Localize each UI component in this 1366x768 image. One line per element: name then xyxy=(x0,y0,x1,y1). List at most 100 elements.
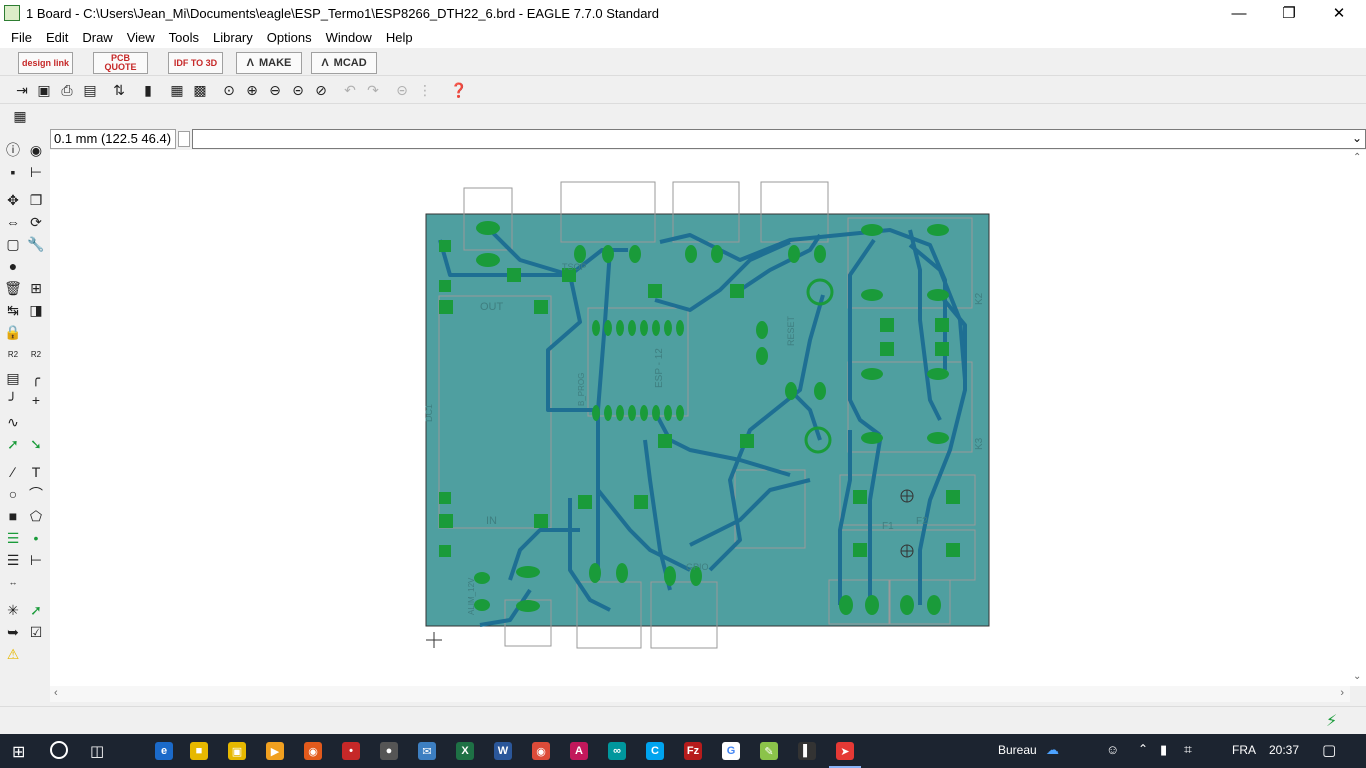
zoom-select-icon[interactable]: ⊘ xyxy=(315,81,327,98)
info-icon[interactable]: ⓘ xyxy=(6,142,20,158)
pcb-quote-button[interactable]: PCB QUOTE xyxy=(93,52,148,74)
menu-edit[interactable]: Edit xyxy=(45,29,69,45)
wire-icon[interactable]: ∕ xyxy=(11,464,15,480)
replace-icon[interactable]: ◨ xyxy=(29,301,43,318)
pinswap-icon[interactable]: ↹ xyxy=(7,301,19,318)
grid-icon[interactable]: ▦ xyxy=(13,107,27,124)
ratsnest-icon[interactable]: ✳ xyxy=(7,601,19,618)
miter-icon[interactable]: ╭ xyxy=(31,369,41,386)
mcad-button[interactable]: Λ MCAD xyxy=(311,52,377,74)
scroll-right-icon[interactable]: › xyxy=(1340,687,1344,699)
polygon-icon[interactable]: ⬠ xyxy=(29,507,43,524)
show-icon[interactable]: ◉ xyxy=(29,141,43,158)
redraw-icon[interactable]: ⊝ xyxy=(292,81,304,98)
schematic-icon[interactable]: ▦ xyxy=(170,81,184,98)
task-view-icon[interactable]: ◫ xyxy=(90,743,105,760)
chevron-down-icon[interactable]: ⌄ xyxy=(1351,131,1362,145)
stop-icon[interactable]: ⊝ xyxy=(396,81,408,98)
notification-icon[interactable]: ▢ xyxy=(1322,742,1337,759)
errors-icon[interactable]: ⚠ xyxy=(6,645,20,662)
meander-icon[interactable]: ∿ xyxy=(7,413,19,430)
terminal-icon[interactable]: ▌ xyxy=(798,742,816,760)
zoom-in-icon[interactable]: ⊕ xyxy=(246,81,258,98)
edge-icon[interactable]: e xyxy=(155,742,173,760)
explorer-icon[interactable]: ■ xyxy=(190,742,208,760)
script-icon[interactable]: ⇅ xyxy=(113,81,125,98)
pcb-board-view[interactable]: OUT IN TSOP ESP - 12 RESET DC1 F1 F2 K2 … xyxy=(50,150,1350,686)
ripup-icon[interactable]: ➘ xyxy=(30,435,42,452)
mirror-icon[interactable]: ⇔ xyxy=(6,214,20,230)
command-line-input[interactable] xyxy=(192,129,1366,149)
board-icon[interactable]: ▩ xyxy=(193,81,207,98)
command-history-toggle[interactable] xyxy=(178,131,190,147)
circle-icon[interactable]: ○ xyxy=(8,486,18,502)
people-icon[interactable]: ☺ xyxy=(1106,742,1120,757)
zoom-fit-icon[interactable]: ⊙ xyxy=(223,81,235,98)
scroll-down-icon[interactable]: ⌄ xyxy=(1353,671,1362,682)
go-icon[interactable]: ⋮ xyxy=(418,81,432,98)
chrome-icon[interactable]: ◉ xyxy=(532,742,550,760)
onedrive-icon[interactable]: ☁ xyxy=(1046,742,1059,757)
arc-icon[interactable]: ⌒ xyxy=(29,486,43,502)
zoom-out-icon[interactable]: ⊖ xyxy=(269,81,281,98)
smash-icon[interactable]: ▤ xyxy=(6,369,20,386)
desktop-toolbar-label[interactable]: Bureau xyxy=(998,743,1037,757)
move-icon[interactable]: ✥ xyxy=(7,191,19,208)
scroll-up-icon[interactable]: ⌃ xyxy=(1353,152,1362,163)
lightning-icon[interactable]: ⚡ xyxy=(1326,713,1338,730)
make-button[interactable]: Λ MAKE xyxy=(236,52,302,74)
windows-start-icon[interactable]: ⊞ xyxy=(12,744,26,761)
cortana-icon[interactable] xyxy=(50,741,68,759)
maximize-button[interactable]: ❐ xyxy=(1282,5,1296,22)
drc-icon[interactable]: ☑ xyxy=(29,623,43,640)
menu-help[interactable]: Help xyxy=(385,29,413,45)
print-icon[interactable]: ⎙ xyxy=(61,81,73,98)
design-link-button[interactable]: design link xyxy=(18,52,73,74)
optimize-icon[interactable]: + xyxy=(31,392,41,408)
app-a-icon[interactable]: A xyxy=(570,742,588,760)
word-icon[interactable]: W xyxy=(494,742,512,760)
ulp-icon[interactable]: ▮ xyxy=(144,81,152,98)
eagle-task-icon[interactable]: ➤ xyxy=(836,742,854,760)
app-c-icon[interactable]: C xyxy=(646,742,664,760)
open-icon[interactable]: ⇥ xyxy=(16,81,28,98)
board-canvas[interactable]: OUT IN TSOP ESP - 12 RESET DC1 F1 F2 K2 … xyxy=(50,150,1350,686)
group-icon[interactable]: ▢ xyxy=(6,235,20,252)
store-icon[interactable]: ▣ xyxy=(228,742,246,760)
cd-icon[interactable]: ● xyxy=(380,742,398,760)
signal-icon[interactable]: • xyxy=(33,530,39,546)
media-icon[interactable]: ▶ xyxy=(266,742,284,760)
add-icon[interactable]: ⊞ xyxy=(30,279,42,296)
wifi-icon[interactable]: ⌗ xyxy=(1184,741,1192,757)
close-button[interactable]: ✕ xyxy=(1332,5,1346,22)
delete-icon[interactable]: 🗑 xyxy=(4,279,22,296)
tray-chevron-icon[interactable]: ⌃ xyxy=(1138,742,1149,756)
arduino-icon[interactable]: ∞ xyxy=(608,742,626,760)
mark-icon[interactable]: ⊢ xyxy=(29,163,43,180)
menu-file[interactable]: File xyxy=(11,29,32,45)
paste-icon[interactable]: ● xyxy=(8,258,18,274)
erc-icon[interactable]: ➥ xyxy=(7,623,19,640)
excel-icon[interactable]: X xyxy=(456,742,474,760)
redo-icon[interactable]: ↷ xyxy=(367,81,379,98)
value-icon[interactable]: R2 xyxy=(30,349,42,359)
clock[interactable]: 20:37 xyxy=(1269,743,1300,757)
display-layers-icon[interactable]: ▪ xyxy=(10,164,16,180)
attribute-icon[interactable]: ⊢ xyxy=(29,551,43,568)
menu-options[interactable]: Options xyxy=(266,29,312,45)
name-icon[interactable]: R2 xyxy=(7,349,19,359)
pin-app-icon[interactable]: • xyxy=(342,742,360,760)
mail-icon[interactable]: ✉ xyxy=(418,742,436,760)
split-icon[interactable]: ╯ xyxy=(8,391,18,408)
autorouter-icon[interactable]: ➚ xyxy=(30,601,42,618)
vertical-scrollbar[interactable]: ⌃ ⌄ xyxy=(1350,150,1366,686)
hole-icon[interactable]: ☰ xyxy=(6,551,20,568)
google-icon[interactable]: G xyxy=(722,742,740,760)
idf-to-3d-button[interactable]: IDF TO 3D xyxy=(168,52,223,74)
cam-icon[interactable]: ▤ xyxy=(83,81,97,98)
lock-icon[interactable]: 🔒 xyxy=(4,323,22,340)
battery-icon[interactable]: ▮ xyxy=(1160,742,1168,757)
notepad-icon[interactable]: ✎ xyxy=(760,742,778,760)
firefox-icon[interactable]: ◉ xyxy=(304,742,322,760)
menu-library[interactable]: Library xyxy=(213,29,253,45)
